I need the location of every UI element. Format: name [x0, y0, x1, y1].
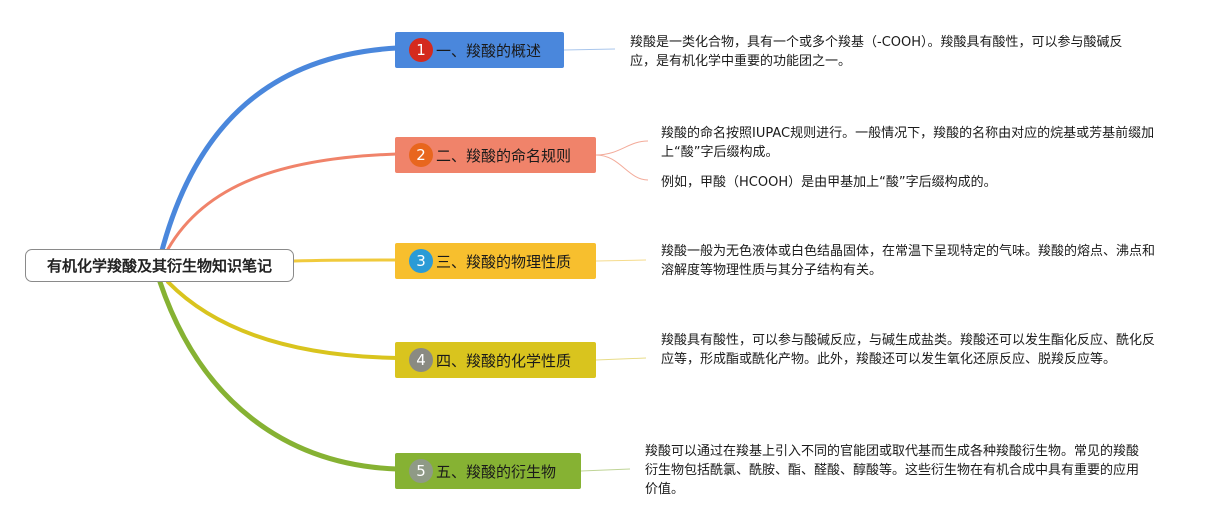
number-badge-5: 5 [409, 459, 433, 483]
number-badge-2: 2 [409, 143, 433, 167]
note-connector-1 [563, 48, 616, 51]
root-node-label: 有机化学羧酸及其衍生物知识笔记 [46, 257, 272, 275]
number-badge-3: 3 [409, 249, 433, 273]
connector-5 [157, 279, 400, 472]
branch-node-4[interactable]: 4 四、羧酸的化学性质 [395, 342, 596, 378]
number-badge-4: 4 [409, 348, 433, 372]
connector-2 [166, 152, 399, 251]
branch-node-1[interactable]: 1 一、羧酸的概述 [395, 32, 564, 68]
branch-node-5[interactable]: 5 五、羧酸的衍生物 [395, 453, 581, 489]
connector-1 [157, 45, 400, 261]
note-text-2a: 羧酸的命名按照IUPAC规则进行。一般情况下，羧酸的名称由对应的烷基或芳基前缀加… [661, 126, 1155, 160]
branch-label-5: 五、羧酸的衍生物 [436, 462, 557, 481]
note-connector-4 [595, 357, 647, 361]
note-connector-2a [595, 140, 649, 156]
root-node[interactable]: 有机化学羧酸及其衍生物知识笔记 [25, 249, 294, 282]
branch-node-2[interactable]: 2 二、羧酸的命名规则 [395, 137, 596, 173]
branch-label-1: 一、羧酸的概述 [436, 41, 542, 60]
branch-label-4: 四、羧酸的化学性质 [436, 351, 572, 370]
branch-node-3[interactable]: 3 三、羧酸的物理性质 [395, 243, 596, 279]
connector-3 [292, 258, 399, 263]
note-text-1: 羧酸是一类化合物，具有一个或多个羧基（-COOH）。羧酸具有酸性，可以参与酸碱反… [630, 35, 1123, 69]
note-text-5: 羧酸可以通过在羧基上引入不同的官能团或取代基而生成各种羧酸衍生物。常见的羧酸衍生… [645, 444, 1140, 497]
note-connector-2b [595, 154, 649, 181]
connector-4 [166, 280, 399, 360]
branch-label-2: 二、羧酸的命名规则 [436, 146, 572, 165]
note-connector-5 [580, 468, 631, 472]
note-connector-3 [595, 259, 647, 262]
note-text-3: 羧酸一般为无色液体或白色结晶固体，在常温下呈现特定的气味。羧酸的熔点、沸点和溶解… [661, 244, 1156, 278]
note-text-4: 羧酸具有酸性，可以参与酸碱反应，与碱生成盐类。羧酸还可以发生酯化反应、酰化反应等… [661, 333, 1156, 367]
branch-label-3: 三、羧酸的物理性质 [436, 252, 572, 271]
note-text-2b: 例如，甲酸（HCOOH）是由甲基加上“酸”字后缀构成的。 [661, 175, 997, 190]
number-badge-1: 1 [409, 38, 433, 62]
